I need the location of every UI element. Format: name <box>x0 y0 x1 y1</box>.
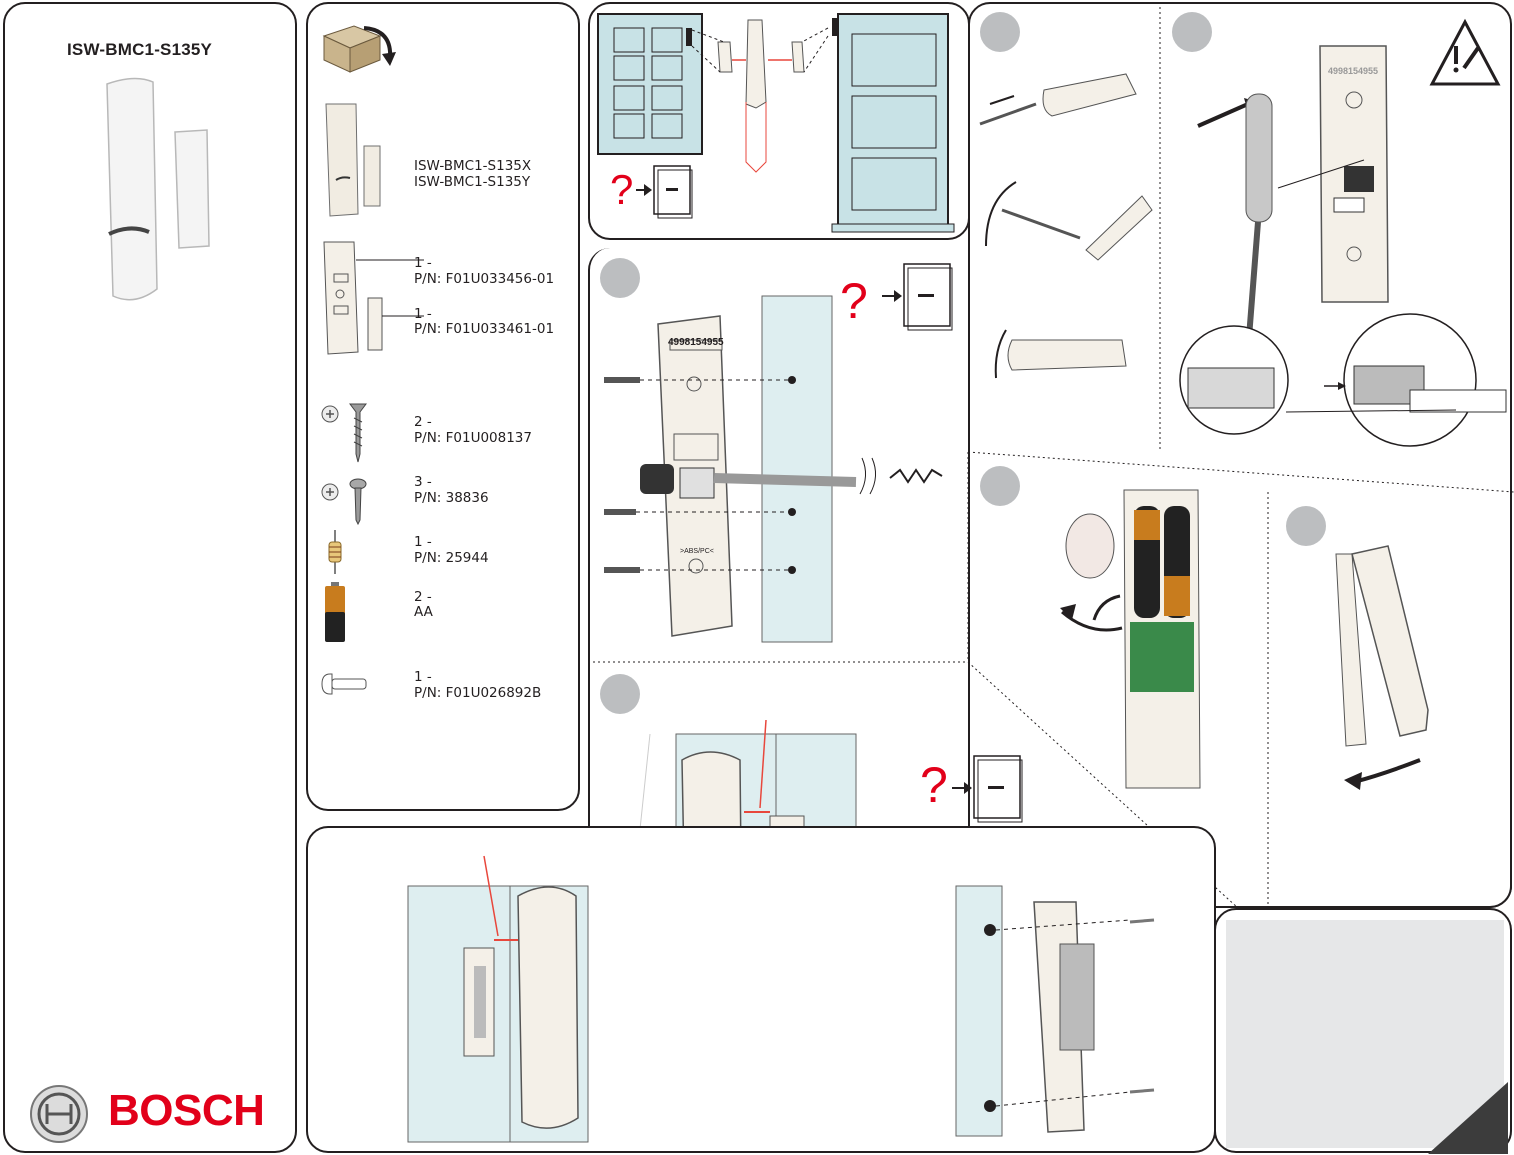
bosch-brand-text: BOSCH <box>108 1086 265 1135</box>
mounting-bases-icon <box>323 241 424 355</box>
wood-screw-icon <box>321 403 367 463</box>
item-part-5: P/N: 25944 <box>414 550 489 566</box>
item-qty-2: 1 - <box>414 306 432 322</box>
open-cover-steps-diagram <box>979 73 1153 379</box>
tamper-removal-diagram <box>1179 45 1507 447</box>
sensor-product-illustration <box>106 77 210 301</box>
tamper-serial-label: 4998154955 <box>1328 66 1379 76</box>
page-corner-fold <box>1428 1082 1508 1154</box>
manual-book-icon <box>952 755 1023 823</box>
item-part-4: P/N: 38836 <box>414 490 489 506</box>
alignment-diagram <box>407 855 589 1143</box>
pan-head-screw-icon <box>321 478 367 526</box>
corner-info-fill <box>1226 920 1504 1148</box>
open-housing-panel <box>968 2 1512 908</box>
step-circle-magnet <box>600 674 640 714</box>
item-qty-5: 1 - <box>414 534 432 550</box>
magnet-base-mount-diagram <box>955 885 1155 1137</box>
manual-book-icon <box>636 165 693 219</box>
product-model-title: ISW-BMC1-S135Y <box>67 40 213 59</box>
location-panel: ? <box>588 2 970 240</box>
tamper-plug-icon <box>321 673 367 695</box>
manual-book-icon <box>882 263 953 331</box>
item-part-3: P/N: F01U008137 <box>414 430 532 446</box>
section-dividers <box>588 2 1514 909</box>
step-circle-mount <box>600 258 640 298</box>
item-part-6: AA <box>414 604 433 620</box>
item-part-7: P/N: F01U026892B <box>414 685 542 701</box>
item-qty-4: 3 - <box>414 474 432 490</box>
aa-battery-icon <box>325 582 345 642</box>
battery-install-diagram <box>1060 489 1201 789</box>
magnet-question-mark: ? <box>920 757 948 813</box>
base-wall-mount-diagram <box>604 295 943 643</box>
warning-triangle-icon <box>1429 18 1501 86</box>
variant-x-label: ISW-BMC1-S135X <box>414 158 532 174</box>
window-door-diagram <box>597 13 955 233</box>
item-qty-6: 2 - <box>414 589 432 605</box>
resistor-icon <box>328 530 342 574</box>
mount-recycle-label: >ABS/PC< <box>680 548 714 555</box>
bosch-logo-icon <box>30 1085 88 1143</box>
step-circle-battery <box>980 466 1020 506</box>
item-qty-3: 2 - <box>414 414 432 430</box>
box-contents-panel: ISW-BMC1-S135X ISW-BMC1-S135Y 1 - P/N: F… <box>306 2 580 811</box>
item-qty-7: 1 - <box>414 669 432 685</box>
location-question-mark: ? <box>610 166 634 213</box>
mount-serial-label: 4998154955 <box>668 337 724 348</box>
variant-y-label: ISW-BMC1-S135Y <box>414 174 531 190</box>
cover-panel: ISW-BMC1-S135Y BOSCH <box>3 2 297 1153</box>
mount-question-mark: ? <box>840 273 868 329</box>
close-cover-diagram <box>1335 545 1429 790</box>
item-qty-1: 1 - <box>414 255 432 271</box>
sensor-pair-icon <box>325 103 381 217</box>
open-box-icon <box>322 25 396 73</box>
step-circle-open <box>980 12 1020 52</box>
item-part-2: P/N: F01U033461-01 <box>414 321 555 337</box>
item-part-1: P/N: F01U033456-01 <box>414 271 555 287</box>
step-circle-close <box>1286 506 1326 546</box>
step-circle-tamper <box>1172 12 1212 52</box>
